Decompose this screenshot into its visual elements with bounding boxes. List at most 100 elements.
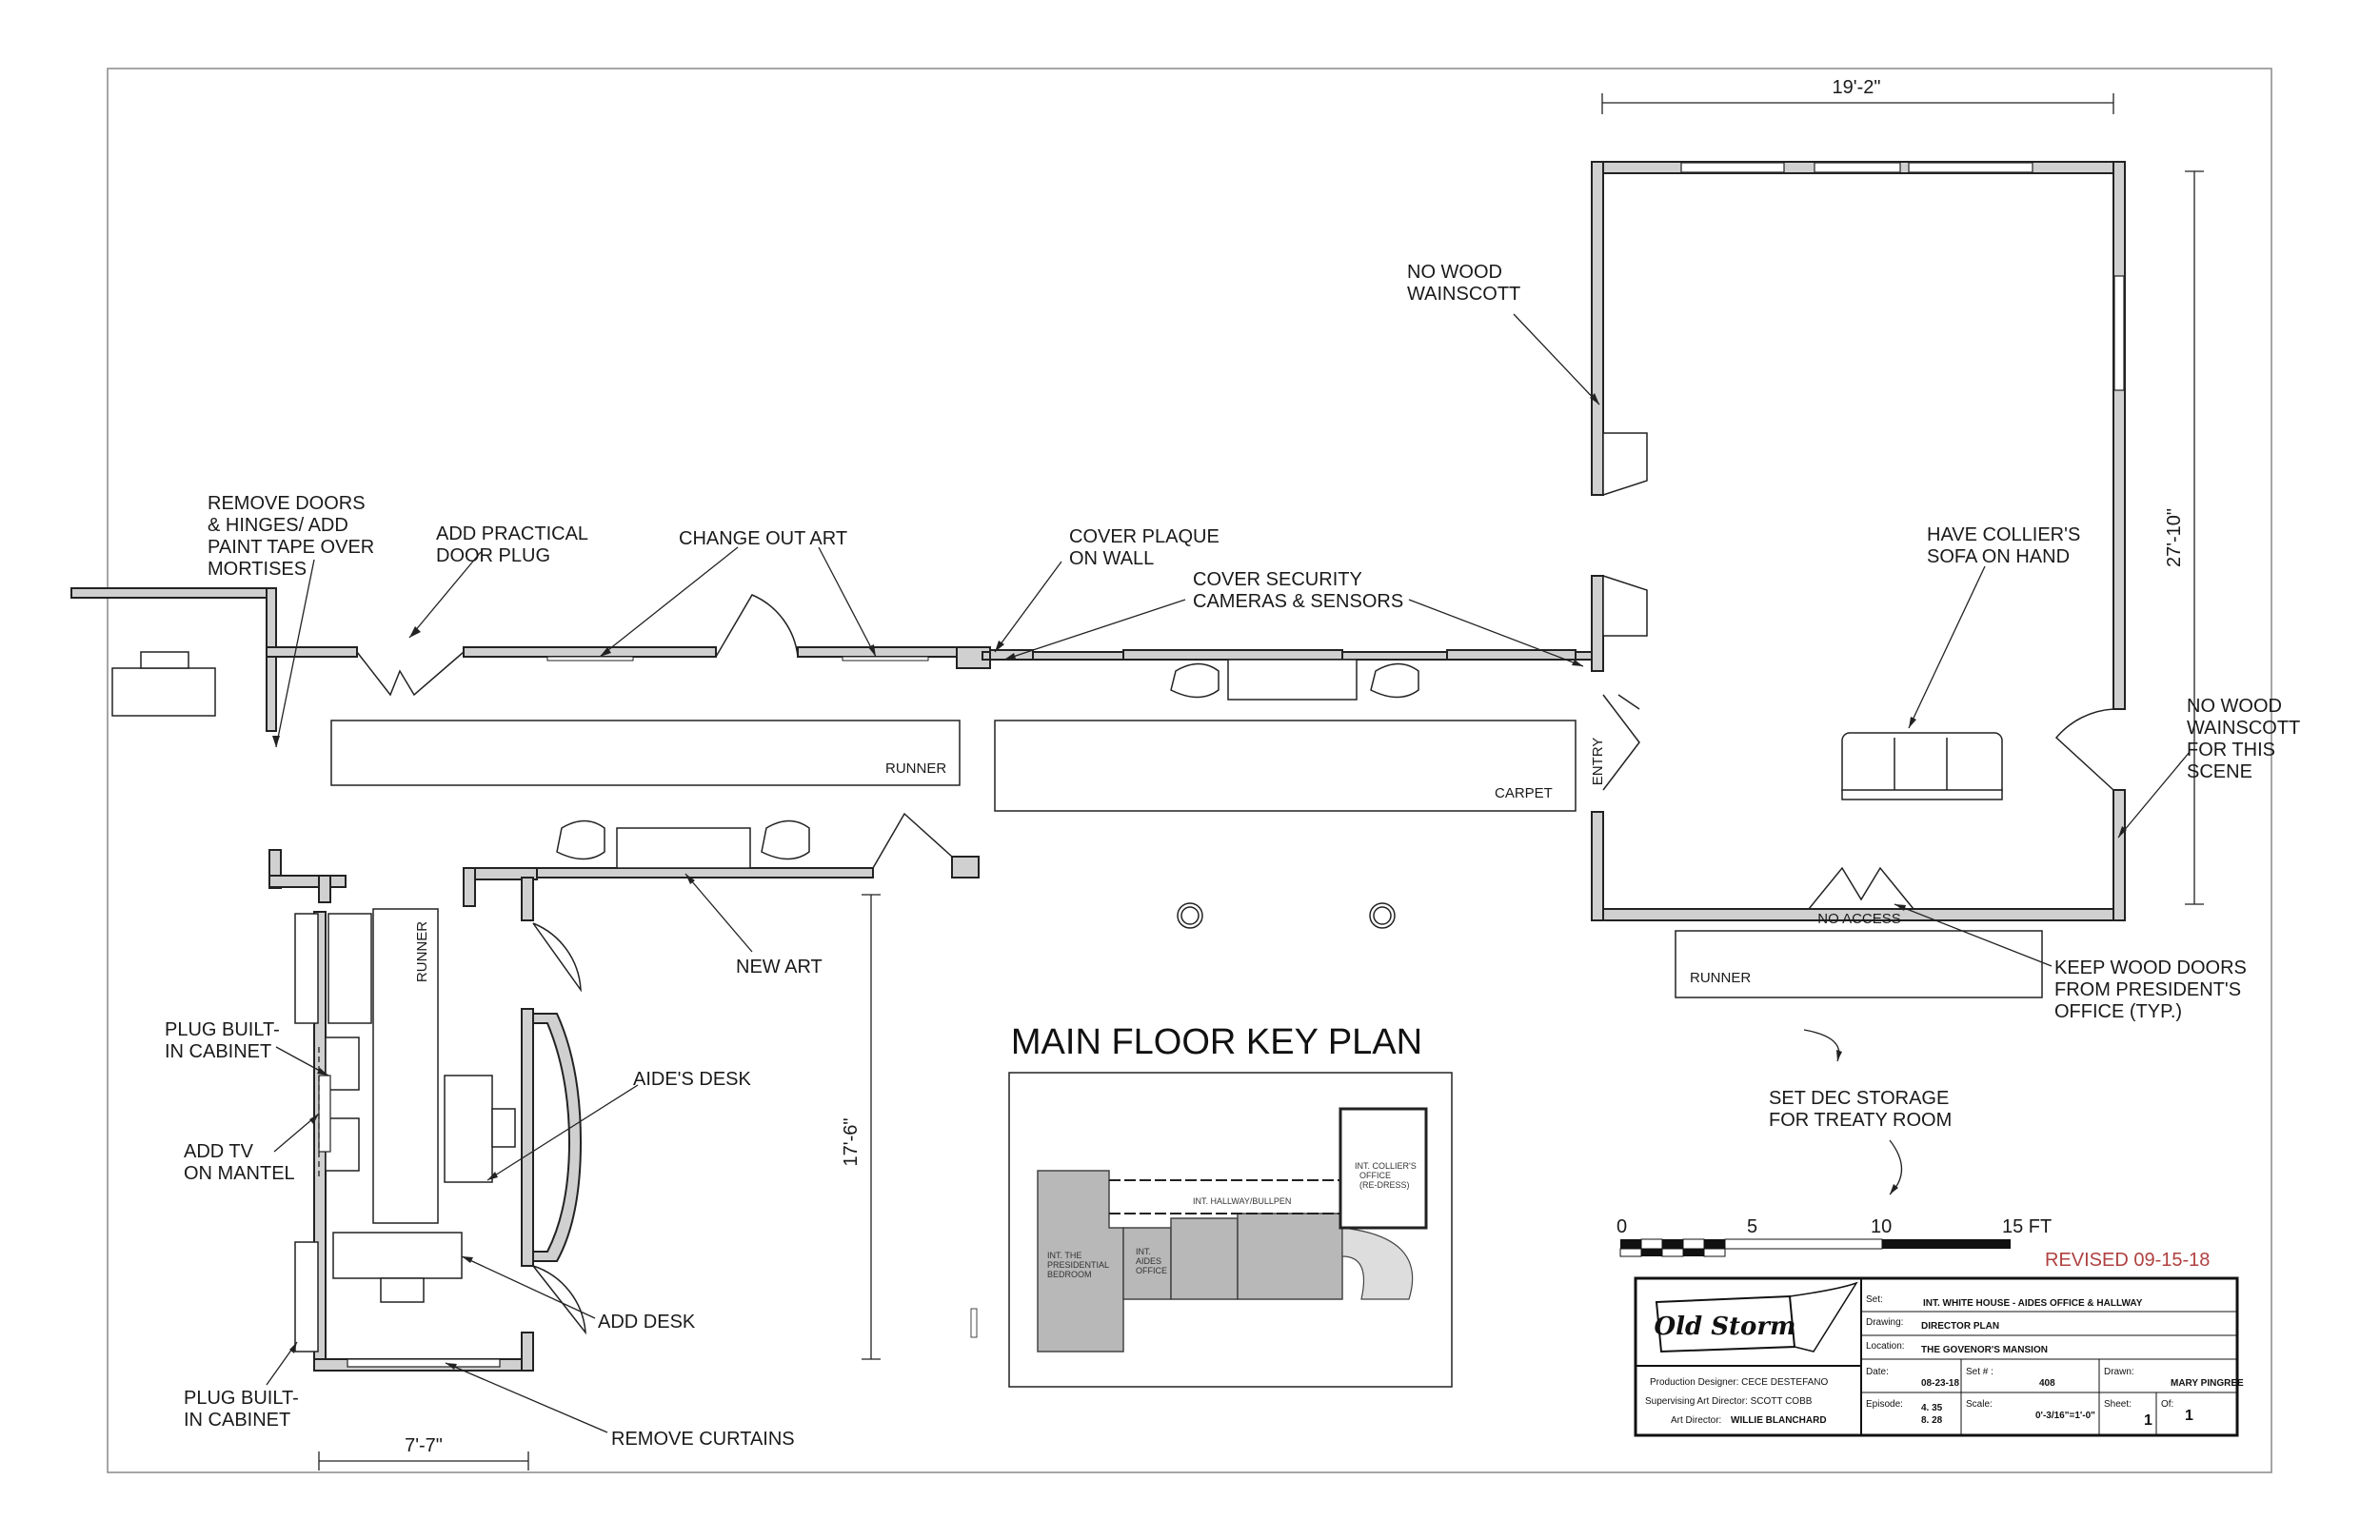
svg-text:Location:: Location: xyxy=(1866,1341,1905,1352)
svg-text:INT. HALLWAY/BULLPEN: INT. HALLWAY/BULLPEN xyxy=(1193,1196,1291,1206)
svg-text:SOFA ON HAND: SOFA ON HAND xyxy=(1927,546,2070,567)
note-new-art: NEW ART xyxy=(736,957,823,977)
dimension-lines xyxy=(318,93,2204,1471)
svg-text:Scale:: Scale: xyxy=(1966,1399,1993,1410)
svg-text:PRESIDENTIAL: PRESIDENTIAL xyxy=(1047,1260,1109,1270)
svg-text:CAMERAS & SENSORS: CAMERAS & SENSORS xyxy=(1193,591,1403,612)
scale-bar: 0 5 10 15 FT xyxy=(1616,1216,2052,1257)
svg-text:8. 28: 8. 28 xyxy=(1921,1415,1943,1426)
svg-text:ADD PRACTICAL: ADD PRACTICAL xyxy=(436,523,588,544)
svg-text:(RE-DRESS): (RE-DRESS) xyxy=(1359,1180,1410,1190)
note-set-dec-storage: SET DEC STORAGE FOR TREATY ROOM xyxy=(1769,1088,1952,1131)
key-plan: INT. THE PRESIDENTIAL BEDROOM INT. HALLW… xyxy=(970,1072,1453,1388)
svg-text:NO WOOD: NO WOOD xyxy=(2187,696,2282,717)
note-no-wood-wainscott: NO WOOD WAINSCOTT xyxy=(1407,262,1520,305)
dim-bottom-width: 7'-7" xyxy=(405,1435,443,1456)
svg-text:INT. WHITE HOUSE - AIDES OFFIC: INT. WHITE HOUSE - AIDES OFFICE & HALLWA… xyxy=(1923,1298,2143,1309)
svg-text:408: 408 xyxy=(2039,1378,2055,1389)
note-aides-desk: AIDE'S DESK xyxy=(633,1069,752,1090)
svg-text:Drawing:: Drawing: xyxy=(1866,1317,1903,1328)
title-block: Old Storm Set: INT. WHITE HOUSE - AIDES … xyxy=(1634,1276,2244,1437)
svg-text:IN CABINET: IN CABINET xyxy=(184,1410,290,1431)
svg-text:Sheet:: Sheet: xyxy=(2104,1399,2132,1410)
svg-text:Set:: Set: xyxy=(1866,1294,1883,1305)
svg-text:SET DEC STORAGE: SET DEC STORAGE xyxy=(1769,1088,1949,1109)
svg-text:COVER PLAQUE: COVER PLAQUE xyxy=(1069,526,1220,547)
svg-text:0'-3/16"=1'-0": 0'-3/16"=1'-0" xyxy=(2035,1411,2095,1421)
svg-text:HAVE COLLIER'S: HAVE COLLIER'S xyxy=(1927,524,2080,545)
note-have-sofa: HAVE COLLIER'S SOFA ON HAND xyxy=(1927,524,2080,567)
svg-text:FOR THIS: FOR THIS xyxy=(2187,740,2275,760)
colliers-office-walls xyxy=(1591,161,2126,921)
svg-text:SCENE: SCENE xyxy=(2187,761,2252,782)
svg-text:PLUG BUILT-: PLUG BUILT- xyxy=(184,1388,299,1409)
note-plug-builtin-1: PLUG BUILT- IN CABINET xyxy=(165,1019,280,1062)
no-access-label: NO ACCESS xyxy=(1817,911,1901,927)
svg-text:WAINSCOTT: WAINSCOTT xyxy=(2187,718,2300,739)
key-plan-title: MAIN FLOOR KEY PLAN xyxy=(1011,1022,1422,1062)
runner-label-2: RUNNER xyxy=(1690,970,1751,986)
svg-text:Supervising Art Director: SCOT: Supervising Art Director: SCOTT COBB xyxy=(1645,1396,1813,1407)
svg-text:REMOVE DOORS: REMOVE DOORS xyxy=(208,493,366,514)
note-remove-curtains: REMOVE CURTAINS xyxy=(611,1429,795,1450)
svg-text:PLUG BUILT-: PLUG BUILT- xyxy=(165,1019,280,1040)
svg-text:FROM PRESIDENT'S: FROM PRESIDENT'S xyxy=(2054,979,2241,1000)
svg-text:NO WOOD: NO WOOD xyxy=(1407,262,1502,283)
note-cover-plaque: COVER PLAQUE ON WALL xyxy=(1069,526,1220,569)
svg-text:5: 5 xyxy=(1747,1216,1757,1237)
svg-text:ON MANTEL: ON MANTEL xyxy=(184,1163,295,1184)
svg-text:15 FT: 15 FT xyxy=(2002,1216,2052,1237)
svg-text:OFFICE (TYP.): OFFICE (TYP.) xyxy=(2054,1001,2182,1022)
old-storm-logo: Old Storm xyxy=(1654,1281,1858,1353)
svg-text:OFFICE: OFFICE xyxy=(1136,1266,1167,1275)
svg-text:Production Designer: CECE DEST: Production Designer: CECE DESTEFANO xyxy=(1650,1377,1829,1388)
svg-text:Drawn:: Drawn: xyxy=(2104,1367,2134,1377)
svg-text:Of:: Of: xyxy=(2161,1399,2173,1410)
svg-text:Date:: Date: xyxy=(1866,1367,1889,1377)
svg-text:10: 10 xyxy=(1871,1216,1892,1237)
note-add-tv: ADD TV ON MANTEL xyxy=(184,1141,295,1184)
svg-text:BEDROOM: BEDROOM xyxy=(1047,1270,1092,1279)
note-add-desk: ADD DESK xyxy=(598,1312,696,1333)
svg-text:0: 0 xyxy=(1616,1216,1627,1237)
dim-left-height: 17'-6" xyxy=(841,1118,862,1167)
svg-text:4. 35: 4. 35 xyxy=(1921,1403,1943,1413)
svg-text:WAINSCOTT: WAINSCOTT xyxy=(1407,284,1520,305)
hallway-walls xyxy=(70,587,2043,998)
svg-text:MORTISES: MORTISES xyxy=(208,559,307,580)
entry-label: ENTRY xyxy=(1590,738,1606,786)
svg-text:KEEP WOOD DOORS: KEEP WOOD DOORS xyxy=(2054,958,2247,978)
runner-label-vertical: RUNNER xyxy=(414,921,430,982)
svg-text:1: 1 xyxy=(2144,1412,2152,1429)
note-keep-wood-doors: KEEP WOOD DOORS FROM PRESIDENT'S OFFICE … xyxy=(2054,958,2247,1022)
svg-text:DOOR PLUG: DOOR PLUG xyxy=(436,545,550,566)
svg-text:DIRECTOR PLAN: DIRECTOR PLAN xyxy=(1921,1321,1999,1332)
runner-label-1: RUNNER xyxy=(885,760,946,777)
sheet-border xyxy=(107,68,2272,1473)
note-add-door-plug: ADD PRACTICAL DOOR PLUG xyxy=(436,523,588,566)
svg-text:OFFICE: OFFICE xyxy=(1359,1171,1391,1180)
svg-text:IN CABINET: IN CABINET xyxy=(165,1041,271,1062)
svg-text:FOR TREATY ROOM: FOR TREATY ROOM xyxy=(1769,1110,1952,1131)
svg-text:ON WALL: ON WALL xyxy=(1069,548,1154,569)
dim-right-height: 27'-10" xyxy=(2164,508,2185,567)
svg-text:& HINGES/ ADD: & HINGES/ ADD xyxy=(208,515,348,536)
svg-text:MARY PINGREE: MARY PINGREE xyxy=(2171,1378,2244,1389)
note-remove-doors: REMOVE DOORS & HINGES/ ADD PAINT TAPE OV… xyxy=(208,493,374,580)
note-plug-builtin-2: PLUG BUILT- IN CABINET xyxy=(184,1388,299,1431)
svg-text:AIDES: AIDES xyxy=(1136,1256,1161,1266)
revised-note: REVISED 09-15-18 xyxy=(2045,1250,2210,1271)
svg-text:08-23-18: 08-23-18 xyxy=(1921,1378,1959,1389)
carpet-label: CARPET xyxy=(1495,785,1553,801)
svg-text:Episode:: Episode: xyxy=(1866,1399,1903,1410)
svg-text:COVER SECURITY: COVER SECURITY xyxy=(1193,569,1362,590)
svg-text:Set # :: Set # : xyxy=(1966,1367,1993,1377)
svg-text:PAINT TAPE OVER: PAINT TAPE OVER xyxy=(208,537,374,558)
svg-text:Art Director:: Art Director: xyxy=(1671,1415,1721,1426)
svg-text:WILLIE BLANCHARD: WILLIE BLANCHARD xyxy=(1731,1415,1827,1426)
svg-text:THE GOVENOR'S MANSION: THE GOVENOR'S MANSION xyxy=(1921,1345,2048,1355)
svg-text:INT.: INT. xyxy=(1136,1247,1151,1256)
note-leaders xyxy=(266,313,2191,1433)
note-change-art: CHANGE OUT ART xyxy=(679,528,847,549)
